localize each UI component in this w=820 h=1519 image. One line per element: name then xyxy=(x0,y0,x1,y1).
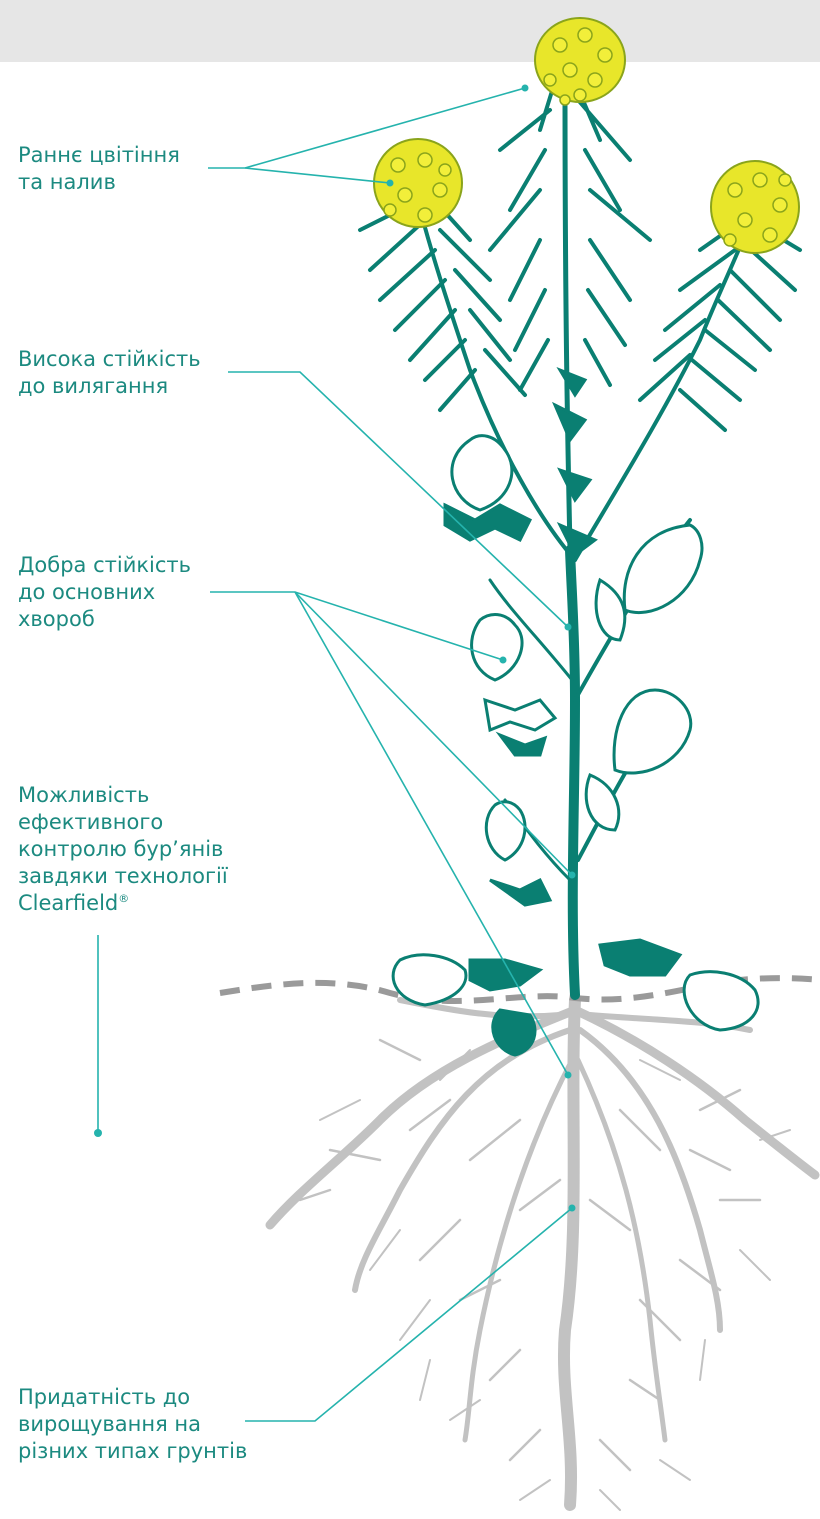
label-weed-control: Можливість ефективного контролю бур’янів… xyxy=(18,782,228,917)
label-disease-resistance: Добра стійкість до основних хвороб xyxy=(18,552,191,633)
label-soil-suitability: Придатність до вирощування на різних тип… xyxy=(18,1384,247,1465)
leader-lines xyxy=(98,88,572,1421)
root-system xyxy=(270,1000,815,1510)
label-early-flowering: Раннє цвітіння та налив xyxy=(18,142,180,196)
label-lodging-resistance: Висока стійкість до вилягання xyxy=(18,346,201,400)
rapeseed-flower-cluster xyxy=(374,18,799,253)
registered-mark: ® xyxy=(118,892,129,905)
